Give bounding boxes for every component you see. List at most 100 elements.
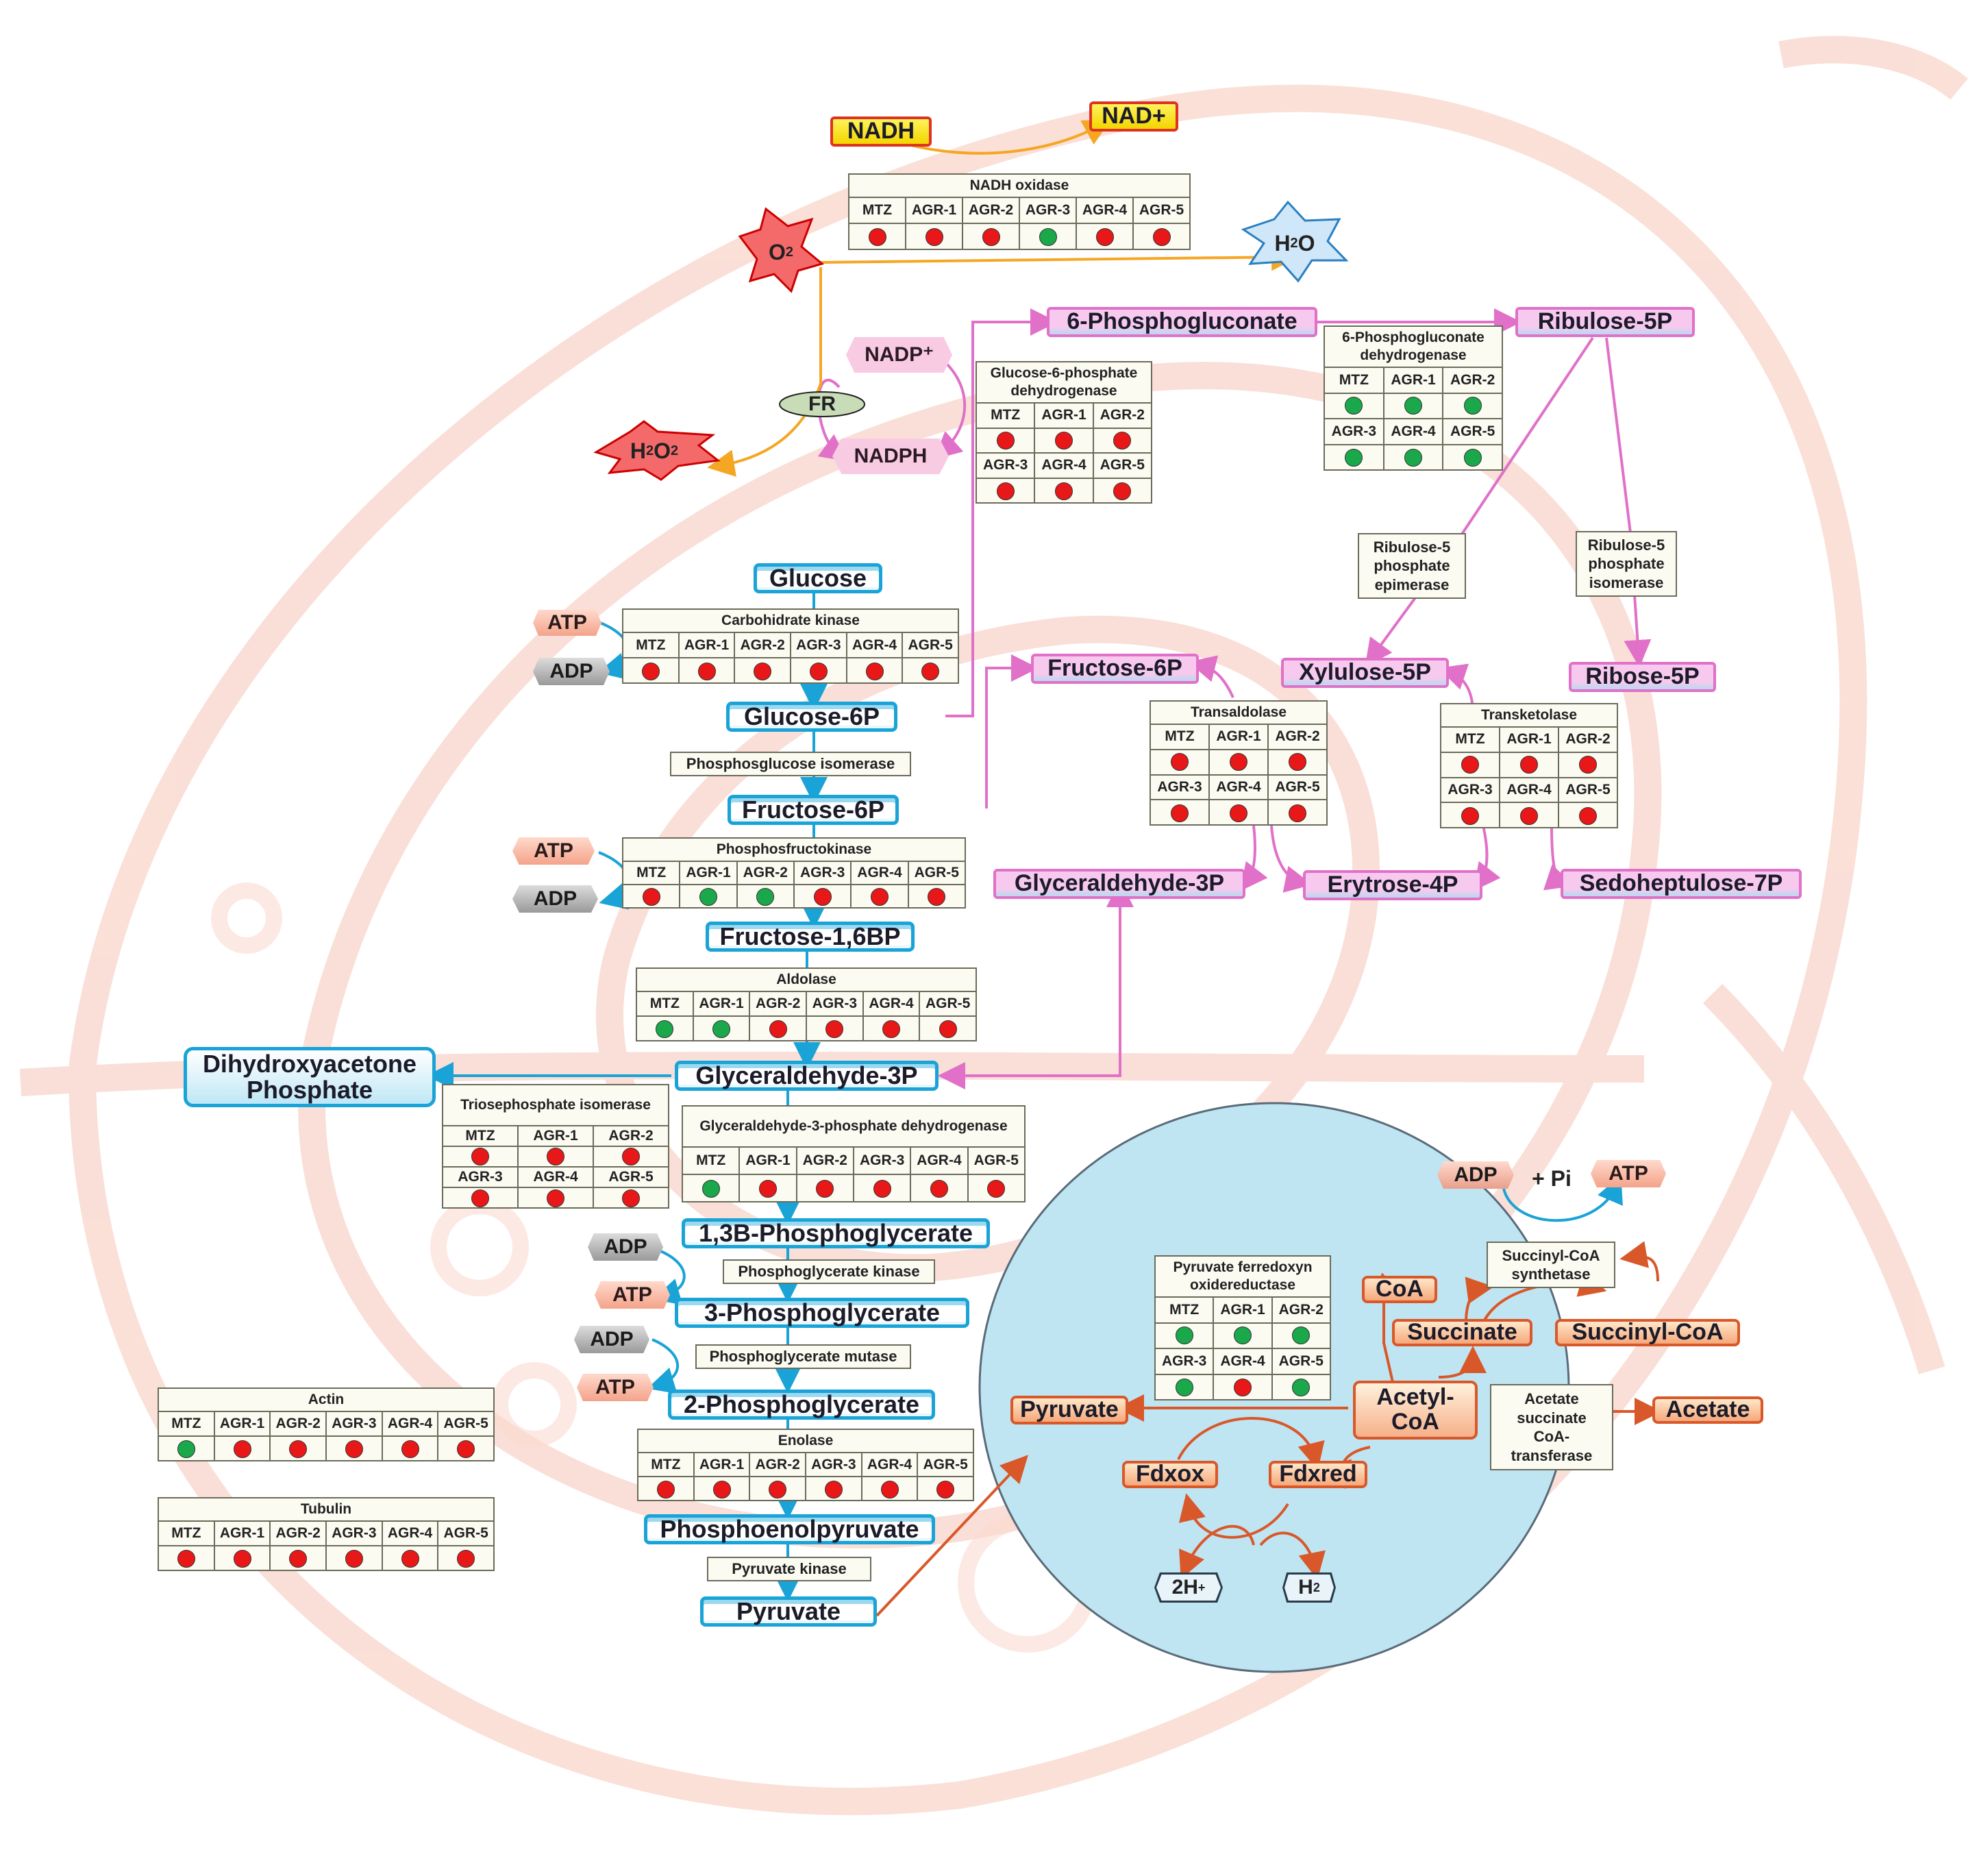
nadph-node: NADPH [832, 439, 949, 474]
enzyme-mark-cell [694, 1017, 751, 1041]
green-dot-icon [1175, 1326, 1193, 1345]
enzyme-mark-cell [1094, 479, 1151, 504]
enzyme-mark-cell [683, 1175, 741, 1202]
enzyme-mark-cell [852, 885, 909, 909]
enzyme-mark-cell [215, 1437, 271, 1461]
enzyme-mark-cell [735, 658, 792, 684]
red-dot-icon [809, 662, 828, 680]
enzyme-condition-header: AGR-5 [1443, 419, 1502, 445]
enzyme-condition-header: AGR-3 [791, 633, 847, 658]
enzyme-condition-header: AGR-4 [862, 1453, 919, 1477]
red-dot-icon [547, 1189, 564, 1207]
enzyme-mark-cell [903, 658, 958, 684]
red-dot-icon [457, 1440, 475, 1458]
xylulose-5p-node: Xylulose-5P [1281, 658, 1449, 688]
enzyme-mark-row [443, 1147, 668, 1168]
asct-label: Acetate succinate CoA-transferase [1490, 1384, 1613, 1470]
green-dot-icon [1463, 449, 1482, 467]
adp-node-3: ADP [588, 1233, 663, 1261]
enzyme-condition-header: AGR-5 [594, 1168, 668, 1188]
enzyme-mark-cell [750, 1017, 808, 1041]
glucose-6p-node: Glucose-6P [726, 702, 897, 732]
enzyme-condition-header: MTZ [623, 862, 681, 885]
enzyme-mark-cell [443, 1147, 519, 1168]
enzyme-mark-cell [215, 1546, 271, 1571]
fdxox-node: Fdxox [1122, 1461, 1218, 1488]
enzyme-mark-cell [1269, 800, 1326, 826]
enzyme-mark-cell [594, 1188, 668, 1209]
red-dot-icon [1520, 756, 1538, 774]
enzyme-mark-cell [1020, 224, 1077, 250]
green-dot-icon [699, 888, 717, 906]
enzyme-condition-header: AGR-4 [382, 1412, 439, 1437]
red-dot-icon [233, 1440, 251, 1458]
enzyme-mark-cell [1151, 750, 1210, 776]
h2o2-star [593, 420, 721, 481]
red-dot-icon [1054, 482, 1073, 500]
enzyme-mark-cell [327, 1437, 383, 1461]
enzyme-condition-header: AGR-4 [1500, 778, 1559, 804]
red-dot-icon [987, 1180, 1006, 1198]
enzyme-mark-cell [680, 658, 736, 684]
enzyme-mark-cell [797, 1175, 854, 1202]
enzyme-condition-header: AGR-3 [1325, 419, 1384, 445]
enzyme-mark-row [1325, 393, 1502, 419]
coa-node: CoA [1362, 1276, 1437, 1303]
green-dot-icon [1463, 397, 1482, 415]
enzyme-condition-header: AGR-4 [863, 992, 921, 1017]
red-dot-icon [401, 1440, 419, 1458]
pi-label: + Pi [1532, 1165, 1572, 1191]
enzyme-condition-header: AGR-3 [977, 454, 1036, 479]
enzyme-mark-cell [1500, 752, 1559, 778]
red-dot-icon [1289, 804, 1306, 822]
enzyme-mark-cell [1156, 1323, 1215, 1349]
red-dot-icon [1461, 756, 1479, 774]
red-dot-icon [656, 1480, 675, 1498]
fdxred-node: Fdxred [1269, 1461, 1367, 1488]
enzyme-mark-cell [1214, 1374, 1273, 1400]
enzyme-mark-row [638, 1477, 973, 1501]
pg3-node: 3-Phosphoglycerate [675, 1298, 969, 1328]
pyruvate-node: Pyruvate [700, 1596, 877, 1627]
enzyme-mark-cell [1151, 800, 1210, 826]
red-dot-icon [1095, 228, 1114, 246]
g3p-ppp-node: Glyceraldehyde-3P [993, 869, 1245, 899]
enzyme-condition-header: AGR-3 [794, 862, 852, 885]
6-phosphogluconate-node: 6-Phosphogluconate [1047, 307, 1317, 337]
enzyme-mark-cell [1269, 750, 1326, 776]
enzyme-mark-cell [963, 224, 1020, 250]
enzyme-mark-row [159, 1437, 493, 1461]
red-dot-icon [936, 1480, 955, 1498]
enzyme-mark-row [1151, 750, 1326, 776]
ribose-5p-node: Ribose-5P [1569, 662, 1716, 692]
enzyme-mark-row [977, 428, 1151, 454]
enzyme-mark-cell [1156, 1374, 1215, 1400]
red-dot-icon [401, 1550, 419, 1568]
fr-ellipse [779, 391, 865, 417]
enzyme-condition-header: MTZ [849, 198, 906, 224]
enzyme-condition-header: AGR-1 [1384, 368, 1444, 394]
enzyme-mark-cell [1210, 800, 1269, 826]
enzyme-mark-cell [1559, 803, 1617, 828]
enzyme-mark-cell [920, 1017, 976, 1041]
atp-node-4: ATP [577, 1374, 654, 1401]
enzyme-mark-cell [807, 1017, 864, 1041]
gapdh-table: Glyceraldehyde-3-phosphate dehydrogenase… [682, 1105, 1026, 1202]
h2o-star [1241, 200, 1349, 283]
red-dot-icon [769, 1020, 787, 1038]
r5p-epimerase-label: Ribulose-5 phosphate epimerase [1358, 533, 1466, 599]
enzyme-mark-cell [1384, 445, 1444, 471]
o2-star [738, 207, 825, 293]
enzyme-condition-header: AGR-5 [438, 1412, 494, 1437]
